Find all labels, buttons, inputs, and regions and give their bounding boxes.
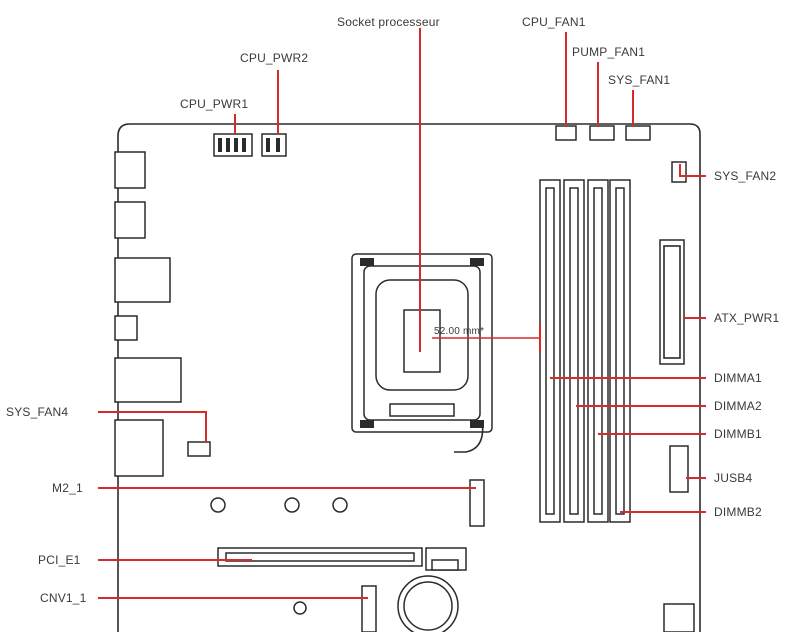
label-sys-fan4: SYS_FAN4 bbox=[6, 405, 68, 419]
label-dimma2: DIMMA2 bbox=[714, 399, 762, 413]
label-dimmb2: DIMMB2 bbox=[714, 505, 762, 519]
label-dimmb1: DIMMB1 bbox=[714, 427, 762, 441]
cpu-pwr1-connector bbox=[213, 133, 253, 157]
label-cpu-fan1: CPU_FAN1 bbox=[522, 15, 586, 29]
dimm-slots bbox=[539, 179, 631, 523]
cmos-battery bbox=[397, 575, 459, 632]
rear-io-ports bbox=[114, 151, 182, 477]
cpu-fan1-header bbox=[555, 125, 577, 141]
label-dimma1: DIMMA1 bbox=[714, 371, 762, 385]
cnv1-slot bbox=[361, 585, 377, 632]
label-pci-e1: PCI_E1 bbox=[38, 553, 81, 567]
label-cpu-pwr2: CPU_PWR2 bbox=[240, 51, 308, 65]
label-jusb4: JUSB4 bbox=[714, 471, 752, 485]
atx-power-connector bbox=[659, 239, 685, 365]
pump-fan1-header bbox=[589, 125, 615, 141]
label-sys-fan2: SYS_FAN2 bbox=[714, 169, 776, 183]
label-cpu-pwr1: CPU_PWR1 bbox=[180, 97, 248, 111]
standoff bbox=[293, 601, 307, 615]
label-sys-fan1: SYS_FAN1 bbox=[608, 73, 670, 87]
bottom-right-connector bbox=[663, 603, 695, 632]
jusb4-connector bbox=[669, 445, 689, 493]
label-m2-1: M2_1 bbox=[52, 481, 83, 495]
pci-e1-slot bbox=[217, 547, 467, 571]
label-cnv1: CNV1_1 bbox=[40, 591, 87, 605]
sys-fan4-header bbox=[187, 441, 211, 457]
label-pump-fan1: PUMP_FAN1 bbox=[572, 45, 645, 59]
sys-fan1-header bbox=[625, 125, 651, 141]
board-outline bbox=[117, 123, 701, 632]
label-socket: Socket processeur bbox=[337, 15, 440, 29]
m2-standoffs bbox=[210, 497, 348, 513]
leader-lines bbox=[98, 28, 706, 599]
label-atx-pwr1: ATX_PWR1 bbox=[714, 311, 780, 325]
label-socket-distance: 52.00 mm* bbox=[434, 326, 484, 337]
cpu-pwr2-connector bbox=[261, 133, 287, 157]
cpu-socket bbox=[351, 253, 493, 453]
m2-1-slot bbox=[469, 479, 485, 527]
